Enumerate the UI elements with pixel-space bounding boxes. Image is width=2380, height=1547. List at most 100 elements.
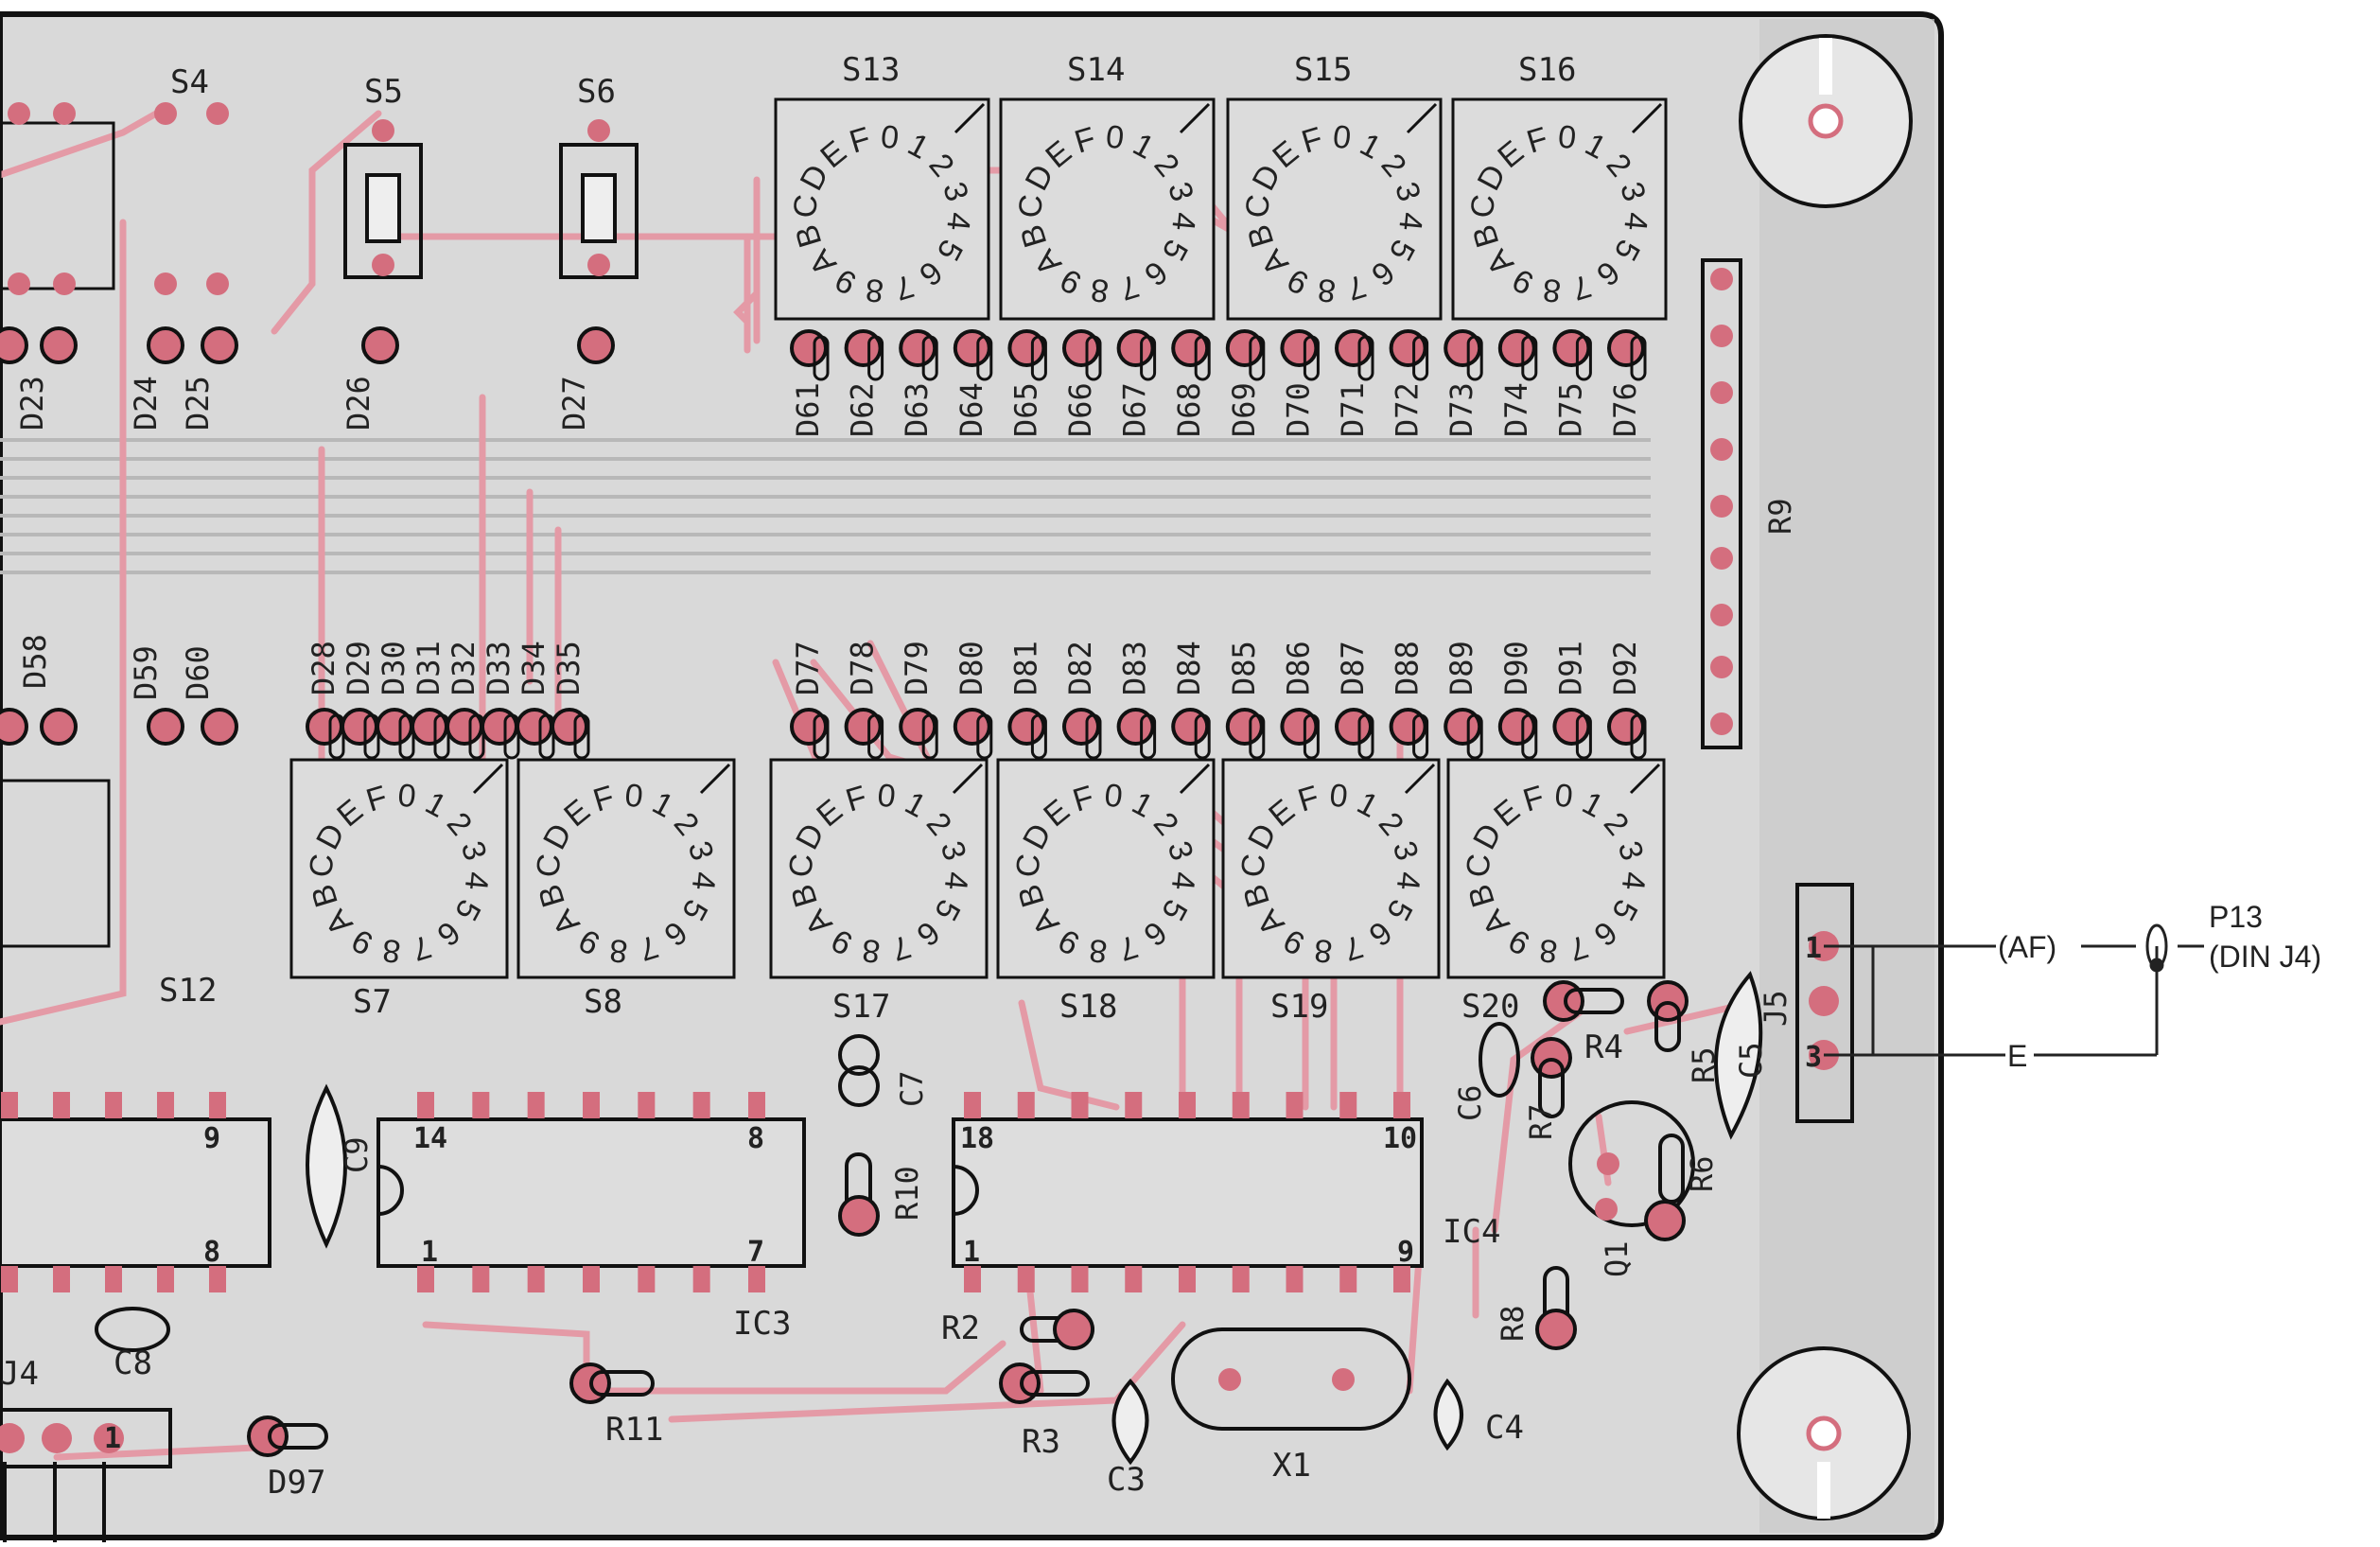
diode-pads-mid-left — [0, 708, 238, 746]
label-s16: S16 — [1518, 51, 1576, 89]
label-j4: J4 — [0, 1355, 39, 1393]
label-d97: D97 — [268, 1464, 325, 1502]
label-s15: S15 — [1294, 51, 1352, 89]
svg-text:D60: D60 — [180, 645, 216, 700]
label-c4: C4 — [1485, 1409, 1524, 1447]
resistor-r3 — [999, 1362, 1090, 1404]
capacitor-c3 — [1111, 1378, 1149, 1466]
rotary-digit: 0 — [1103, 777, 1125, 815]
rotary-digit: 4 — [1391, 211, 1429, 233]
svg-text:D24: D24 — [128, 376, 164, 431]
switch-s4-pads — [8, 102, 229, 295]
diode-label: D67 — [1117, 382, 1153, 437]
mounting-hole-bottom — [1737, 1346, 1911, 1521]
label-r4: R4 — [1584, 1028, 1623, 1066]
j5-pin-3: 3 — [1805, 1041, 1822, 1074]
left-ic-lower-outline — [0, 779, 111, 948]
diode-label: D85 — [1226, 641, 1262, 695]
diode-label: D88 — [1390, 641, 1426, 695]
left-ic-bottom-pins — [1, 1266, 226, 1292]
diode-label: D80 — [954, 641, 989, 695]
diode-label: D70 — [1280, 382, 1316, 437]
resistor-r2 — [1020, 1309, 1094, 1350]
rotary-digit: C — [787, 193, 825, 220]
diode-label: D28 — [306, 641, 341, 695]
external-wiring — [1824, 923, 2204, 1057]
label-ic4: IC4 — [1443, 1213, 1500, 1251]
mounting-hole-top — [1739, 34, 1913, 208]
diode-label: D34 — [516, 641, 551, 695]
ic3-top-pins — [417, 1092, 765, 1118]
switch-s6 — [559, 119, 639, 279]
label-r6: R6 — [1684, 1155, 1720, 1192]
diode-label: D77 — [790, 641, 826, 695]
svg-text:D26: D26 — [341, 376, 376, 431]
rotary-digit: 4 — [937, 870, 975, 892]
rotary-digit: C — [782, 853, 820, 879]
label-s17: S17 — [832, 988, 890, 1026]
rotary-digit: 0 — [1104, 119, 1126, 157]
label-c8: C8 — [114, 1345, 152, 1382]
resistor-r6 — [1644, 1134, 1686, 1241]
connector-j4 — [0, 1408, 172, 1542]
diode-label: D78 — [845, 641, 881, 695]
svg-text:D25: D25 — [180, 376, 216, 431]
label-s7: S7 — [353, 983, 392, 1021]
diode-label: D91 — [1552, 641, 1588, 695]
diode-pads-upper-left — [0, 326, 615, 364]
rotary-digit: C — [1239, 193, 1277, 220]
rotary-digit: 0 — [1553, 777, 1575, 815]
diode-label: D35 — [551, 641, 586, 695]
diode-label: D89 — [1444, 641, 1479, 695]
ic4-pin-9: 9 — [1397, 1236, 1414, 1269]
ic3-pin-8: 8 — [747, 1122, 764, 1155]
diode-label: D62 — [845, 382, 881, 437]
ic4-top-pins — [964, 1092, 1410, 1118]
ic4-bottom-pins — [964, 1266, 1410, 1292]
label-r2: R2 — [941, 1310, 980, 1347]
rotary-digit: 4 — [1615, 870, 1653, 892]
rotary-digit: 8 — [860, 932, 882, 970]
switch-s5 — [343, 119, 423, 279]
rotary-digit: 0 — [396, 777, 418, 815]
board-shade-right — [1759, 19, 1934, 1533]
rotary-digit: 0 — [879, 119, 901, 157]
label-c5: C5 — [1733, 1042, 1769, 1079]
s20-area-components — [1543, 980, 1689, 1052]
rotary-digit: 8 — [1089, 272, 1111, 309]
diode-label: D83 — [1117, 641, 1153, 695]
diode-labels-upper-left: D23 D24 D25 D26 D27 — [14, 376, 592, 431]
crystal-x1 — [1171, 1327, 1411, 1431]
capacitor-c8 — [95, 1307, 170, 1352]
label-r8: R8 — [1495, 1305, 1531, 1342]
ic4-package — [952, 1117, 1424, 1268]
ic-pin-pads — [1, 1092, 1410, 1292]
diode-label: D86 — [1280, 641, 1316, 695]
rotary-digit: 0 — [1328, 777, 1350, 815]
ic3-pin-14: 14 — [413, 1122, 447, 1155]
svg-text:D59: D59 — [128, 645, 164, 700]
rotary-digit: 4 — [1390, 870, 1427, 892]
diode-d97 — [247, 1415, 328, 1457]
resistor-r8 — [1535, 1266, 1577, 1350]
diode-label: D66 — [1062, 382, 1098, 437]
capacitor-c7 — [838, 1034, 880, 1107]
label-s8: S8 — [584, 983, 622, 1021]
label-s20: S20 — [1461, 988, 1519, 1026]
rotary-digit: C — [1009, 853, 1047, 879]
rotary-digit: 8 — [1316, 272, 1338, 309]
diode-label: D79 — [899, 641, 935, 695]
rotary-digit: 4 — [1164, 870, 1202, 892]
resistor-network-r9 — [1701, 258, 1742, 749]
svg-text:D58: D58 — [17, 634, 53, 689]
diode-label: D33 — [481, 641, 516, 695]
